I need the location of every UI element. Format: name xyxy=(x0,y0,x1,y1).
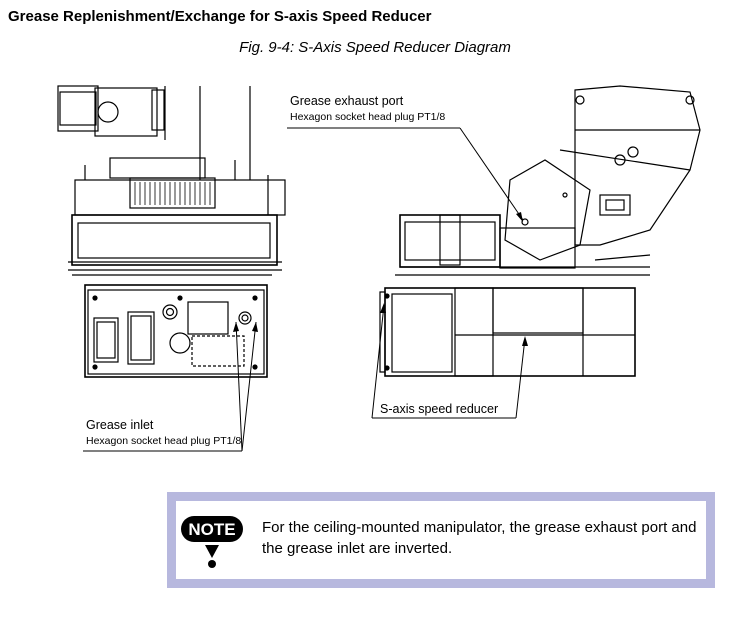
left-base xyxy=(68,214,282,276)
right-base xyxy=(395,214,650,276)
right-arm-assembly xyxy=(504,85,701,261)
s-axis-diagram xyxy=(57,85,701,452)
callout-exhaust-port: Grease exhaust port Hexagon socket head … xyxy=(290,94,445,123)
section-heading: Grease Replenishment/Exchange for S-axis… xyxy=(8,8,432,25)
callout-grease-inlet: Grease inlet Hexagon socket head plug PT… xyxy=(86,418,241,447)
left-connector-panel xyxy=(84,284,268,378)
figure-caption: Fig. 9-4: S-Axis Speed Reducer Diagram xyxy=(239,39,511,56)
note-text: For the ceiling-mounted manipulator, the… xyxy=(262,519,697,557)
exhaust-port-plug-label: Hexagon socket head plug PT1/8 xyxy=(290,111,446,123)
grease-inlet-plug-label: Hexagon socket head plug PT1/8 xyxy=(86,435,242,447)
note-icon: NOTE xyxy=(181,516,243,568)
callout-speed-reducer: S-axis speed reducer xyxy=(380,402,498,416)
note-icon-label: NOTE xyxy=(188,520,235,539)
left-motor-assembly xyxy=(57,85,286,216)
speed-reducer-label: S-axis speed reducer xyxy=(380,402,499,416)
grease-inlet-label: Grease inlet xyxy=(86,418,154,432)
exhaust-port-label: Grease exhaust port xyxy=(290,94,404,108)
note-box xyxy=(167,492,715,588)
right-speed-reducer xyxy=(379,287,636,377)
